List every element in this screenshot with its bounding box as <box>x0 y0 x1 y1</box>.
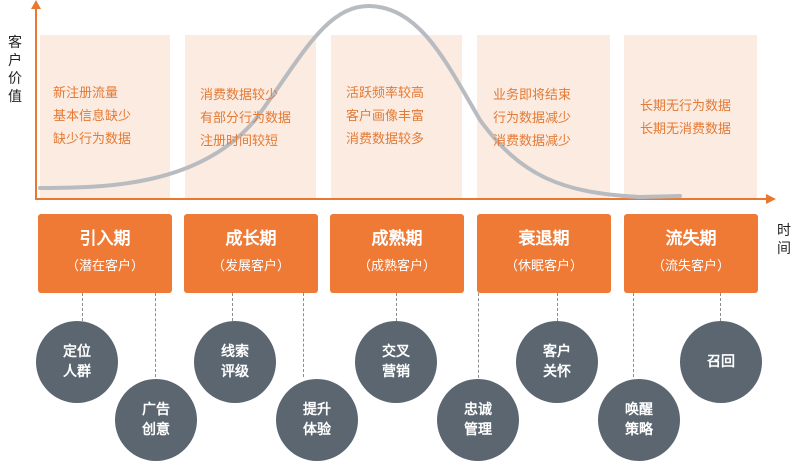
panel-line: 有部分行为数据 <box>200 111 292 126</box>
panel-line: 长期无消费数据 <box>640 122 732 137</box>
stage-title: 衰退期 <box>518 229 570 249</box>
panel-line: 业务即将结束 <box>493 88 572 103</box>
y-axis-arrow-icon <box>31 0 41 9</box>
action-label: 忠诚管理 <box>464 402 492 438</box>
connector-line <box>82 293 83 321</box>
action-label: 客户关怀 <box>543 344 571 380</box>
connector-line <box>478 293 479 383</box>
panel-line: 消费数据减少 <box>493 134 572 149</box>
y-axis-label: 客户价值 <box>8 35 22 105</box>
stage-subtitle: （潜在客户） <box>65 259 144 274</box>
stage-title: 引入期 <box>79 229 131 249</box>
stage-churn: 流失期 （流失客户） <box>624 214 758 293</box>
panel-line: 注册时间较短 <box>200 134 279 149</box>
panel-line: 客户画像丰富 <box>346 109 425 124</box>
action-circle-lead-scoring: 线索评级 <box>194 321 276 403</box>
panel-line: 缺少行为数据 <box>53 132 132 147</box>
panel-line: 新注册流量 <box>53 86 119 101</box>
connector-line <box>557 293 558 321</box>
stage-intro: 引入期 （潜在客户） <box>38 214 172 293</box>
connector-line <box>633 293 634 377</box>
action-label: 广告创意 <box>142 402 170 438</box>
panel-line: 行为数据减少 <box>493 111 572 126</box>
connector-line <box>396 293 397 321</box>
stage-title: 流失期 <box>665 229 717 249</box>
stage-subtitle: （成熟客户） <box>357 259 436 274</box>
panel-churn-text: 长期无行为数据 长期无消费数据 <box>640 95 731 141</box>
y-axis <box>35 6 37 199</box>
panel-line: 消费数据较少 <box>200 88 279 103</box>
stage-title: 成长期 <box>225 229 277 249</box>
x-axis-label: 时间 <box>777 223 791 257</box>
panel-line: 长期无行为数据 <box>640 99 732 114</box>
action-label: 定位人群 <box>63 344 91 380</box>
stage-mature: 成熟期 （成熟客户） <box>330 214 464 293</box>
x-axis <box>35 198 768 200</box>
action-circle-reactivate: 唤醒策略 <box>598 379 680 461</box>
stage-subtitle: （流失客户） <box>651 259 730 274</box>
x-axis-arrow-icon <box>766 194 776 204</box>
panel-line: 基本信息缺少 <box>53 109 132 124</box>
stage-growth: 成长期 （发展客户） <box>184 214 318 293</box>
action-label: 唤醒策略 <box>625 402 653 438</box>
stage-decline: 衰退期 （休眠客户） <box>477 214 611 293</box>
connector-line <box>303 293 304 377</box>
stage-title: 成熟期 <box>371 229 423 249</box>
stage-subtitle: （休眠客户） <box>504 259 583 274</box>
panel-growth-text: 消费数据较少 有部分行为数据 注册时间较短 <box>200 84 291 153</box>
action-label: 召回 <box>707 354 735 370</box>
connector-line <box>155 293 156 377</box>
action-circle-target: 定位人群 <box>36 321 118 403</box>
action-label: 交叉营销 <box>382 344 410 380</box>
action-label: 线索评级 <box>221 344 249 380</box>
connector-line <box>232 293 233 321</box>
stage-subtitle: （发展客户） <box>211 259 290 274</box>
panel-line: 活跃频率较高 <box>346 86 425 101</box>
action-circle-recall: 召回 <box>680 321 762 403</box>
panel-mature-text: 活跃频率较高 客户画像丰富 消费数据较多 <box>346 82 424 151</box>
action-circle-experience: 提升体验 <box>276 379 358 461</box>
action-circle-loyalty: 忠诚管理 <box>437 379 519 461</box>
action-circle-care: 客户关怀 <box>516 321 598 403</box>
action-circle-cross-sell: 交叉营销 <box>355 321 437 403</box>
panel-line: 消费数据较多 <box>346 132 425 147</box>
panel-intro-text: 新注册流量 基本信息缺少 缺少行为数据 <box>53 82 131 151</box>
action-label: 提升体验 <box>303 402 331 438</box>
connector-line <box>720 293 721 321</box>
panel-decline-text: 业务即将结束 行为数据减少 消费数据减少 <box>493 84 571 153</box>
action-circle-ad-creative: 广告创意 <box>115 379 197 461</box>
